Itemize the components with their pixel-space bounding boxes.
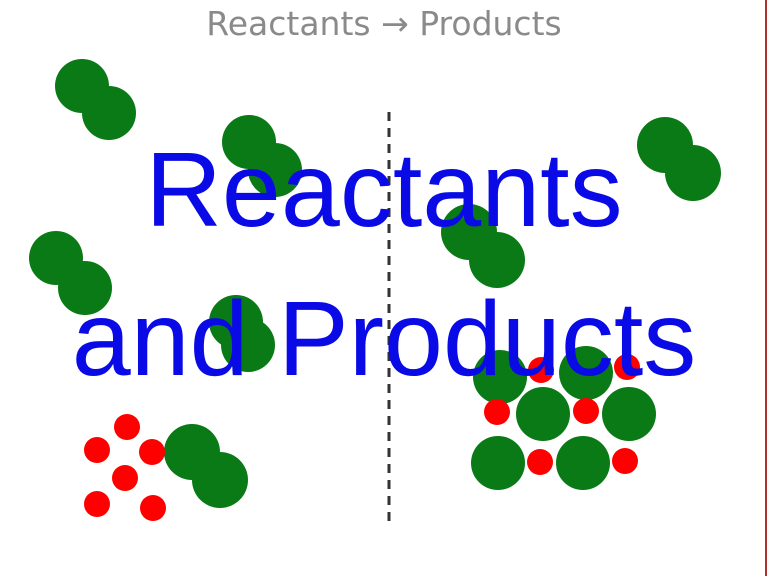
product-lattice (471, 346, 656, 490)
reactant-molecule-5 (164, 424, 248, 508)
reactant-molecule-2 (222, 115, 302, 197)
overlay-title-line-1: Reactants (145, 131, 623, 249)
overlay-title-line-2: and Products (71, 280, 697, 398)
reactant-red-atoms (84, 414, 166, 521)
reactant-molecule-4 (209, 295, 275, 372)
diagram-caption: Reactants → Products (206, 4, 562, 43)
product-side-molecule-2 (441, 204, 525, 288)
product-side-molecule-1 (637, 117, 721, 201)
reactant-molecule-3 (29, 231, 112, 315)
reactant-molecule-1 (55, 59, 136, 140)
